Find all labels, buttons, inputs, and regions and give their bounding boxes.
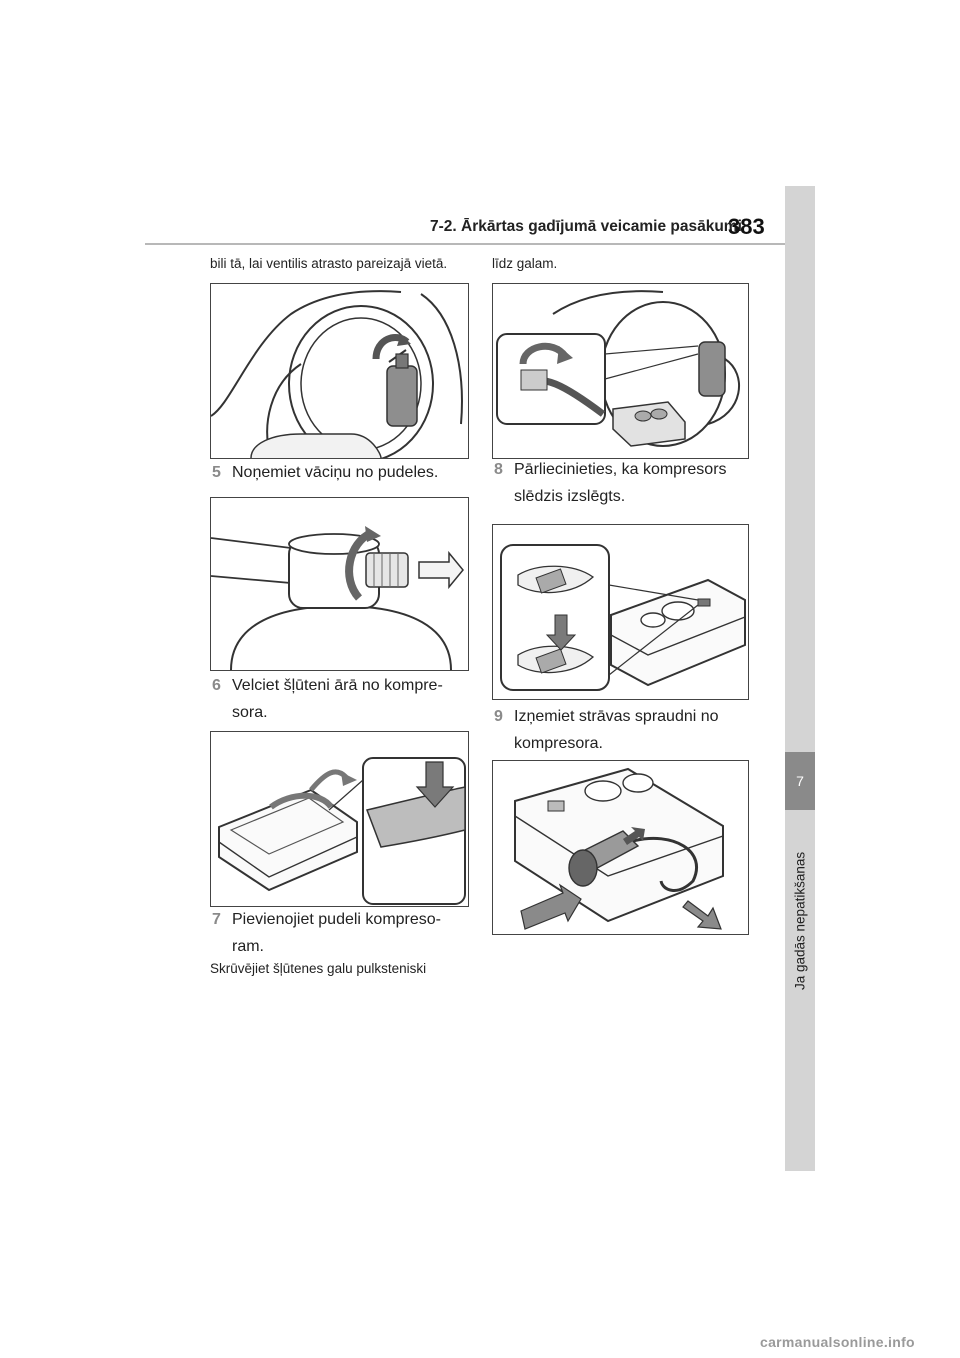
step-8: 8 Pārliecinieties, ka kompresors slēdzis … [494, 456, 727, 510]
step-text: Izņemiet strāvas spraudni no [514, 708, 719, 725]
step-text: Pievienojiet pudeli kompreso- [232, 911, 441, 928]
left-intro-text: bili tā, lai ventilis atrasto pareizajā … [210, 256, 448, 271]
step-number: 7 [212, 911, 221, 928]
figure-bottle-cap-removal [210, 497, 469, 671]
step-text-continued: sora. [232, 704, 268, 721]
step-number: 8 [494, 461, 503, 478]
chapter-label: Ja gadās nepatikšanas [792, 851, 808, 990]
step-number: 5 [212, 464, 221, 481]
figure-compressor-switch-off [492, 524, 749, 700]
step-text: Velciet šļūteni ārā no kompre- [232, 677, 443, 694]
step-5: 5 Noņemiet vāciņu no pudeles. [212, 459, 438, 486]
figure-pull-out-hose [210, 731, 469, 907]
step-7: 7 Pievienojiet pudeli kompreso- ram. [212, 906, 441, 960]
right-intro-text: līdz galam. [492, 256, 558, 271]
header-divider [145, 243, 785, 245]
figure-bottle-at-tire [210, 283, 469, 459]
left-footer-text: Skrūvējiet šļūtenes galu pulksteniski [210, 961, 427, 976]
step-text-continued: ram. [232, 938, 264, 955]
step-6: 6 Velciet šļūteni ārā no kompre- sora. [212, 672, 443, 726]
step-number: 6 [212, 677, 221, 694]
chapter-side-tab [785, 186, 815, 1171]
chapter-number: 7 [785, 752, 815, 810]
step-text-continued: kompresora. [514, 735, 603, 752]
step-number: 9 [494, 708, 503, 725]
section-title: 7-2. Ārkārtas gadījumā veicamie pasākumi [430, 218, 742, 235]
step-text: Pārliecinieties, ka kompresors [514, 461, 727, 478]
step-9: 9 Izņemiet strāvas spraudni no kompresora… [494, 703, 719, 757]
step-text-continued: slēdzis izslēgts. [514, 488, 626, 505]
figure-hose-connected-to-valve [492, 283, 749, 459]
step-text: Noņemiet vāciņu no pudeles. [232, 464, 439, 481]
figure-remove-power-plug [492, 760, 749, 935]
page-number: 383 [728, 214, 765, 239]
watermark-text: carmanualsonline.info [760, 1334, 915, 1350]
